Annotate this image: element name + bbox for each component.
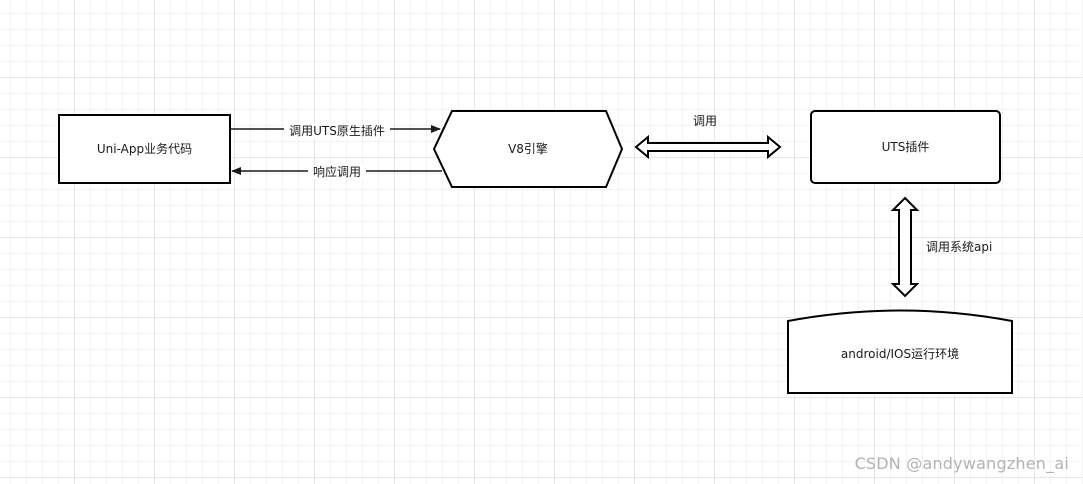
node-uts-label: UTS插件 <box>882 140 930 154</box>
edge-call-system-api-double-arrow <box>890 196 920 298</box>
node-runtime[interactable]: android/IOS运行环境 <box>787 309 1013 394</box>
edge-call-double-arrow <box>634 134 782 160</box>
edge-call-uts-plugin-label: 调用UTS原生插件 <box>289 124 385 138</box>
edge-response-call-label: 响应调用 <box>313 164 361 179</box>
edge-call-system-api-label: 调用系统api <box>926 240 992 254</box>
node-v8-label: V8引擎 <box>508 141 548 156</box>
node-runtime-label: android/IOS运行环境 <box>841 346 959 361</box>
edge-response-call: 响应调用 <box>231 164 442 179</box>
node-uniapp[interactable]: Uni-App业务代码 <box>58 114 231 184</box>
node-uts[interactable]: UTS插件 <box>810 110 1001 184</box>
edge-call-uts-plugin: 调用UTS原生插件 <box>231 123 441 138</box>
node-uniapp-label: Uni-App业务代码 <box>97 141 192 156</box>
watermark: CSDN @andywangzhen_ai <box>854 454 1069 473</box>
edge-call-label: 调用 <box>693 114 717 128</box>
node-v8[interactable]: V8引擎 <box>432 110 624 188</box>
